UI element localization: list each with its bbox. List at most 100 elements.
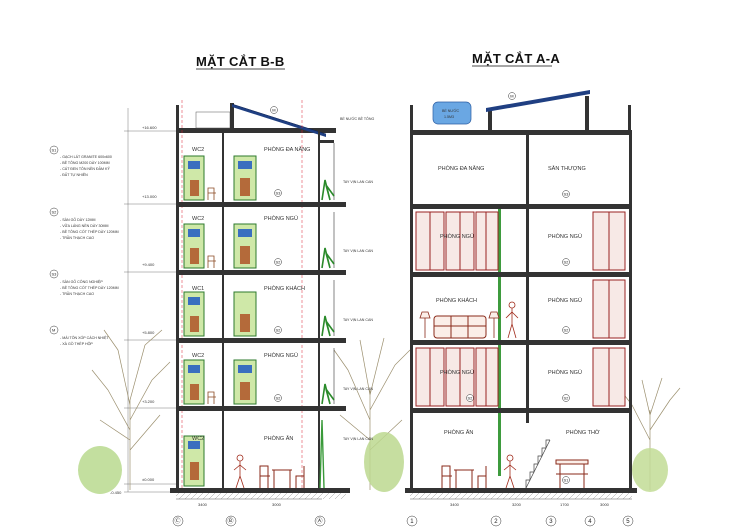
level-markers: +16.600 +13.000 +9.400 +5.800 +3.200 ±0.… [110,108,176,495]
b-wall-left [176,131,179,488]
a-room-bed-r1: PHÒNG NGỦ [548,369,582,376]
b-wc-panel-1 [190,462,199,480]
b-dim-2: 3000 [272,502,282,507]
b-floor-tag-5: S3 [276,191,282,196]
b-axis-label-a: Ⓐ [317,517,323,525]
a-dining-set [441,465,487,488]
a-altar [555,459,589,488]
a-axis-circle-5 [622,515,634,527]
a-floor-tag-circle-5 [562,190,570,198]
a-dim-3: 1700 [560,502,570,507]
b-roof-post [230,103,234,133]
b-room-bed1: PHÒNG NGỦ [264,215,298,222]
b-wc-panel-3 [190,316,199,332]
legend-tag-m-circle [49,325,59,335]
b-slab-3 [176,270,346,275]
b-room-multi: PHÒNG ĐA NĂNG [264,146,310,153]
a-water-tank [432,101,472,125]
a-wall-right [629,133,632,490]
b-room-panel-2 [240,382,250,400]
bush-right [632,448,668,492]
b-room-dining: PHÒNG ĂN [264,435,293,442]
a-room-dining: PHÒNG ĂN [444,429,473,436]
level-label-3: +9.400 [142,262,155,267]
b-room-window-5 [238,161,252,169]
legend-s1-line-3: - CÁT ĐEN TÔN NỀN ĐẦM KỸ [60,166,110,171]
legend-tag-s3: S3 [52,272,58,277]
a-room-worship: PHÒNG THỜ [566,429,600,436]
a-foundation [410,493,632,499]
a-tank-label-1: BỂ NƯỚC [442,108,460,113]
b-axis-circle-a [314,515,326,527]
b-wc-panel-5 [190,180,199,196]
b-axis-markers: 3400 3000 Ⓒ Ⓑ Ⓐ [172,498,326,527]
a-floor-tag-5: S3 [564,192,570,197]
legend-m-line-2: - XÀ GỒ THÉP HỘP [60,341,93,346]
a-room-bed-l3: PHÒNG NGỦ [440,233,474,240]
a-floor-tag-2: S2 [564,396,570,401]
b-roof-slab [176,128,336,133]
b-wc-label-4: WC2 [192,216,204,222]
b-wc-panel-2 [190,384,199,400]
a-axis-label-1: 1 [410,519,414,525]
bush-middle [364,432,404,492]
b-floor-tag-circle-4 [274,258,282,266]
a-floor-tag-3: S2 [564,328,570,333]
level-label-7: -0.450 [110,490,122,495]
b-axis-label-b: Ⓑ [228,517,234,525]
a-wardrobe-right-4 [592,211,626,271]
a-floor-tag-circle-3 [562,326,570,334]
b-railing-note-4: TAY VỊN LAN CAN [343,249,373,253]
a-floor-tag-1: S1 [564,478,570,483]
level-label-2: +13.000 [142,194,157,199]
b-room-bed2: PHÒNG NGỦ [264,352,298,359]
legend-s3-line-3: - TRẦN THẠCH CAO [60,292,94,296]
section-a-title: MẶT CẮT A-A [472,51,560,66]
legend-s2-line-2: - VỮA LÁNG NỀN DÀY 30MM [60,223,109,228]
bush-left [78,446,122,494]
b-railing-note-1: TAY VỊN LAN CAN [343,437,373,441]
a-axis-markers: 3400 3200 1700 3000 1 2 3 4 5 [406,498,634,527]
a-slab-4 [410,204,632,209]
b-balcony-railing-5 [320,140,334,143]
b-wc-label-1: WC2 [192,436,204,442]
legend-tag-s2: S2 [52,210,58,215]
b-wc-label-3: WC1 [192,286,204,292]
legend: S1 - GẠCH LÁT GRANITE 600x600 - BÊ TÔNG … [49,145,119,346]
level-label-5: +3.200 [142,399,155,404]
b-roof-stair-box [195,111,231,129]
b-floor-tag-circle-2 [274,394,282,402]
legend-tag-s1: S1 [52,148,58,153]
a-axis-label-5: 5 [626,519,630,525]
b-room-window-4 [238,229,252,237]
a-person-ground [503,454,517,489]
a-roof-tag: M [510,94,513,99]
b-foundation [176,493,346,499]
legend-s3-line-1: - SÀN GỖ CÔNG NGHIỆP [60,279,103,284]
b-roof-sheet-edge [231,103,327,135]
a-stair [525,439,551,489]
b-room-panel-5 [240,178,250,196]
a-floor-tag-4: S2 [564,260,570,265]
a-room-bed-r3: PHÒNG NGỦ [548,233,582,240]
b-plant-5 [321,179,335,201]
a-roof-sheet [486,90,590,112]
a-axis-circle-3 [545,515,557,527]
a-wardrobe-right-2 [592,347,626,407]
b-wall-mid [222,131,224,488]
a-roof-tag-circle [508,92,516,100]
b-dim-1: 3400 [198,502,208,507]
a-floor-tag-circle-1 [562,476,570,484]
b-plant-1 [319,419,325,489]
a-axis-circle-2 [490,515,502,527]
a-tank-label-2: 1.5M3 [444,115,454,119]
b-roof-tag: M [272,108,275,113]
level-label-6: ±0.000 [142,477,155,482]
b-wall-right [318,131,320,488]
b-slab-2 [176,338,346,343]
b-plant-3 [321,315,335,337]
b-floor-tag-4: S2 [276,260,282,265]
a-dim-2: 3200 [512,502,522,507]
b-wc-panel-4 [190,248,199,264]
